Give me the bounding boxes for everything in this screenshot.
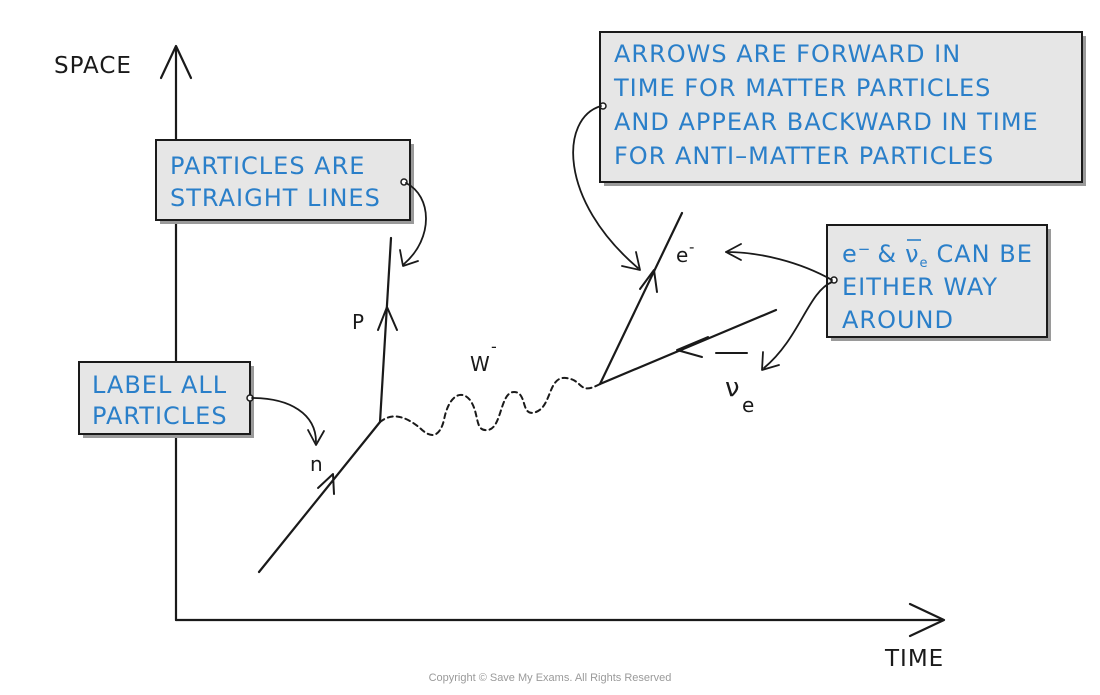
particle-lines [257,211,778,574]
note-arrows: ARROWS ARE FORWARD IN TIME FOR MATTER PA… [572,31,1086,271]
note-straight-lines-dot [400,178,408,186]
note-label-all-box [78,361,251,435]
proton-arrow [377,306,398,331]
antineutrino-label: ν [725,373,740,403]
neutron-label: n [310,452,323,476]
electron-line [598,211,684,386]
space-axis-label: SPACE [54,53,132,79]
proton-line [378,236,393,424]
note-arrows-line1: ARROWS ARE FORWARD IN [614,40,961,68]
note-either-way-pointer-electron-head [725,243,742,261]
note-arrows-pointer-head [621,251,641,271]
antineutrino-subscript: e [742,393,754,417]
note-label-all-pointer-head [307,429,325,446]
electron-charge: - [689,238,694,256]
neutron-arrow [317,473,335,495]
note-label-all: LABEL ALL PARTICLES [78,361,325,446]
note-either-way-rest: CAN BE [936,240,1032,268]
note-either-way-line3: AROUND [842,306,954,334]
note-arrows-line2: TIME FOR MATTER PARTICLES [613,74,991,102]
space-axis-arrowhead [159,44,193,80]
time-axis-label: TIME [884,646,944,672]
note-either-way-electron-sup: − [858,240,872,258]
note-label-all-pointer [251,397,317,443]
note-arrows-pointer [572,105,639,269]
note-either-way-line2: EITHER WAY [842,273,998,301]
antineutrino-line [598,308,778,386]
note-straight-lines: PARTICLES ARE STRAIGHT LINES [155,139,427,267]
note-straight-lines-pointer-head [399,249,419,267]
w-boson-line [379,376,601,436]
note-either-way-amp: & [877,240,897,268]
note-either-way-pointer-antineutrino [763,281,833,369]
note-arrows-line4: FOR ANTI–MATTER PARTICLES [614,142,994,170]
proton-label: P [352,310,364,334]
note-either-way-pointer-electron [725,251,833,281]
note-label-all-line2: PARTICLES [92,402,228,430]
particle-labels: P n W - e - ν e [310,238,754,476]
note-straight-lines-pointer [403,182,427,265]
note-label-all-line1: LABEL ALL [92,371,227,399]
note-straight-lines-line1: PARTICLES ARE [170,152,365,180]
note-either-way-nu: ν [905,240,919,268]
antineutrino-arrow [676,336,709,358]
time-axis-arrowhead [908,602,946,638]
note-straight-lines-line2: STRAIGHT LINES [170,184,381,212]
copyright-text: Copyright © Save My Exams. All Rights Re… [429,672,672,684]
note-either-way-nu-sub: e [919,256,928,271]
note-straight-lines-box [155,139,411,221]
w-boson-charge: - [491,337,497,356]
note-either-way-pointer-antineutrino-head [761,351,780,371]
note-either-way-electron: e [842,240,858,268]
note-either-way-box [826,224,1048,338]
neutron-line [257,420,382,574]
electron-arrow [639,269,658,293]
note-arrows-line3: AND APPEAR BACKWARD IN TIME [614,108,1039,136]
w-boson-label: W [470,352,490,376]
electron-label: e [676,243,688,267]
